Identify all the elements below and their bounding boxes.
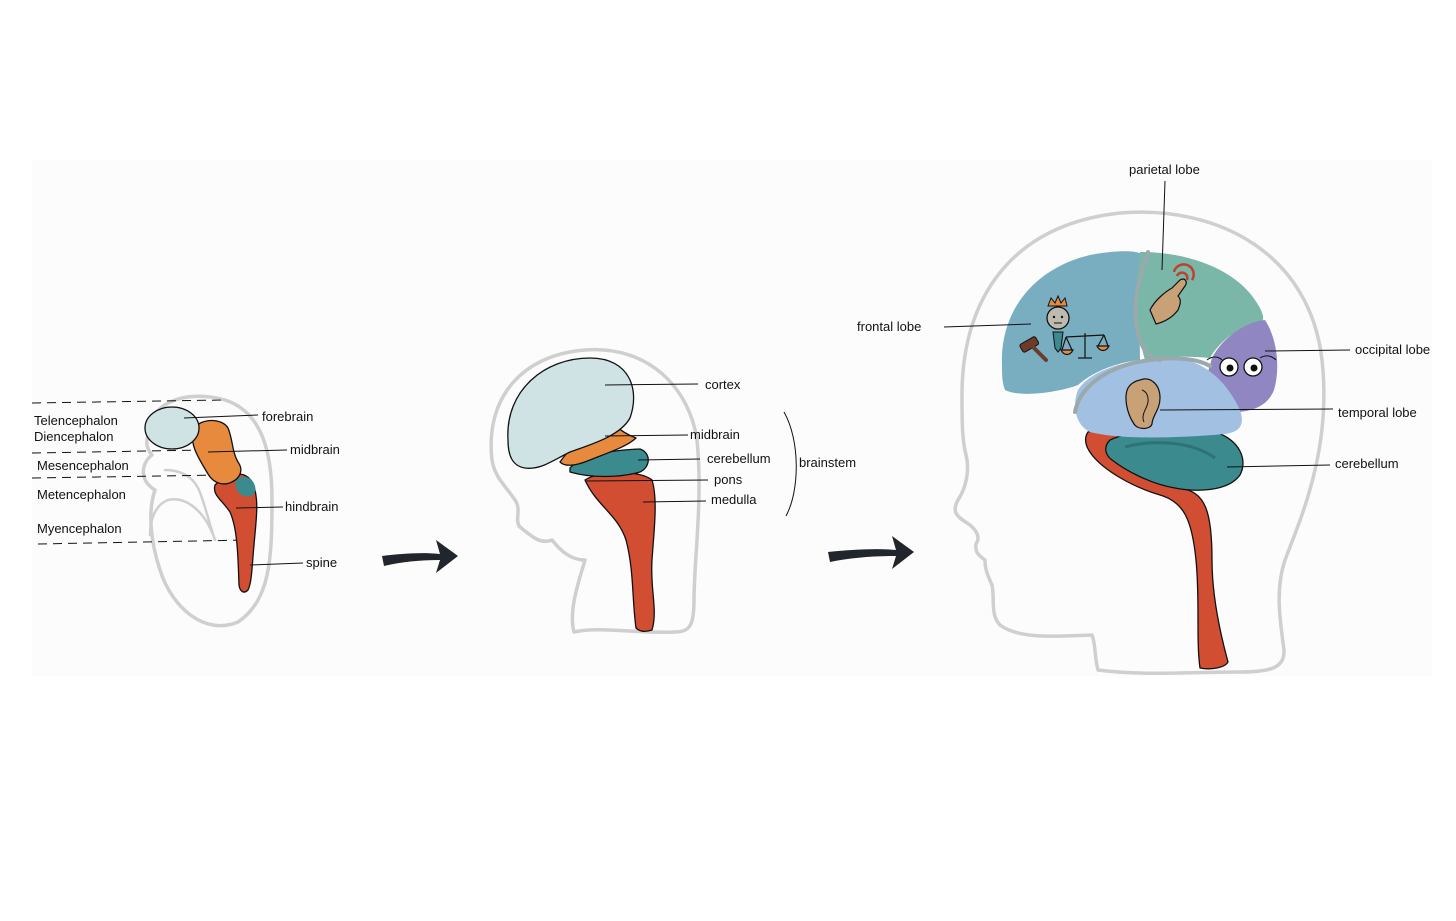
gavel-icon [1019,336,1048,362]
division-line-2 [31,449,206,454]
fetal-medulla [584,471,656,632]
label-mesencephalon: Mesencephalon [37,458,129,473]
label-fetal-midbrain: midbrain [690,427,740,442]
embryo-limb-outline [148,468,217,542]
touch-finger-icon [1149,263,1195,325]
embryo-forebrain [144,406,200,450]
embryo-cerebellum [235,476,256,497]
label-brainstem: brainstem [799,455,856,470]
division-line-4 [37,539,249,545]
embryo-stage: Telencephalon Diencephalon Mesencephalon… [31,394,340,628]
label-hindbrain: hindbrain [285,499,339,514]
lateral-sulcus [1073,356,1212,414]
label-frontal-lobe: frontal lobe [857,319,921,334]
label-fetal-cerebellum: cerebellum [707,451,771,466]
adult-head-outline [953,210,1326,676]
fetal-cortex [507,357,635,469]
label-myencephalon: Myencephalon [37,521,122,536]
cerebellum-fold [1124,441,1216,460]
label-diencephalon: Diencephalon [34,429,114,444]
label-medulla: medulla [711,492,757,507]
arrow-right-icon [828,536,914,569]
label-pons: pons [714,472,743,487]
arrow-right-icon [382,540,458,573]
ear-icon [1125,378,1161,430]
adult-stage: parietal lobe frontal lobe occipital lob… [857,162,1430,676]
label-telencephalon: Telencephalon [34,413,118,428]
label-parietal-lobe: parietal lobe [1129,162,1200,177]
frontal-lobe [1001,251,1142,394]
label-occipital-lobe: occipital lobe [1355,342,1430,357]
label-temporal-lobe: temporal lobe [1338,405,1417,420]
label-midbrain: midbrain [290,442,340,457]
label-forebrain: forebrain [262,409,313,424]
label-adult-cerebellum: cerebellum [1335,456,1399,471]
scales-icon [1060,333,1110,359]
brainstem-bracket [783,411,797,517]
king-icon [1046,294,1070,353]
embryo-outline [141,394,274,628]
parietal-lobe [1136,252,1264,360]
label-metencephalon: Metencephalon [37,487,126,502]
fetal-head-outline [489,347,701,635]
eyes-icon [1206,355,1277,377]
fetal-stage: cortex midbrain cerebellum pons medulla … [489,347,856,635]
division-line-3 [31,474,226,479]
label-spine: spine [306,555,337,570]
central-sulcus [1133,250,1162,362]
label-cortex: cortex [705,377,741,392]
division-line-1 [31,399,226,404]
